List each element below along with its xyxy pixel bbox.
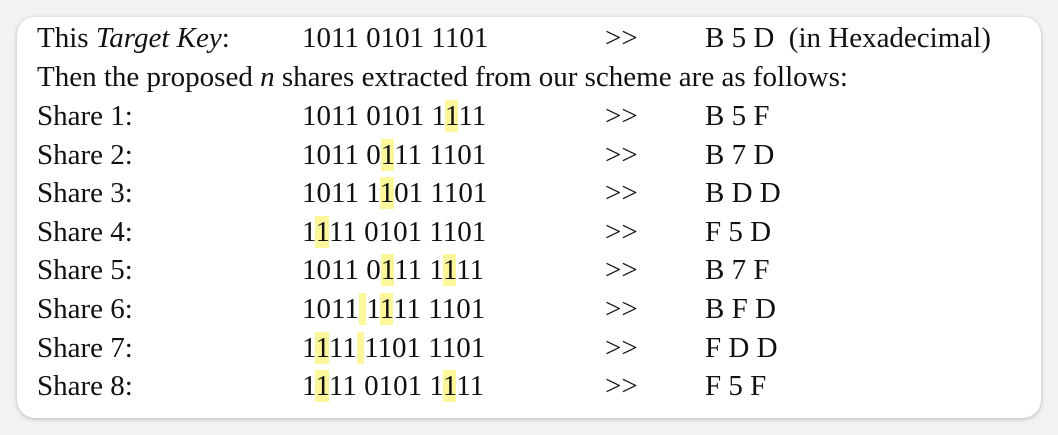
- target-key-label: This Target Key:: [37, 22, 230, 54]
- share-label: Share 1:: [37, 100, 133, 132]
- share-hex: B F D: [705, 293, 776, 325]
- share-hex: B 5 F: [705, 100, 770, 132]
- changed-bit-highlight: 1: [444, 100, 459, 132]
- share-arrow: >>: [605, 254, 638, 287]
- changed-bit-highlight: 1: [315, 331, 329, 364]
- share-label: Share 3:: [37, 177, 133, 210]
- content-card: This Target Key: 1011 0101 1101 >> B 5 D…: [17, 17, 1041, 418]
- share-binary: 1011 1111 1101: [302, 293, 486, 325]
- changed-bit-highlight: 1: [379, 293, 394, 325]
- changed-bit-highlight: [356, 331, 365, 364]
- changed-bit-highlight: 1: [442, 254, 457, 287]
- share-arrow: >>: [605, 138, 638, 171]
- changed-bit-highlight: 1: [315, 370, 329, 403]
- share-arrow: >>: [605, 331, 638, 364]
- changed-bit-highlight: [358, 293, 367, 325]
- share-binary: 1111 0101 1101: [302, 215, 487, 248]
- share-hex: B D D: [705, 177, 781, 210]
- share-arrow: >>: [605, 100, 638, 132]
- changed-bit-highlight: 1: [442, 370, 457, 403]
- share-binary: 1011 0111 1111: [302, 254, 485, 287]
- share-label: Share 2:: [37, 138, 133, 171]
- changed-bit-highlight: 1: [315, 215, 329, 248]
- share-arrow: >>: [605, 293, 638, 325]
- share-label: Share 8:: [37, 370, 133, 403]
- share-label: Share 7:: [37, 331, 133, 364]
- share-arrow: >>: [605, 177, 638, 210]
- share-arrow: >>: [605, 370, 638, 403]
- share-hex: B 7 D: [705, 138, 775, 171]
- changed-bit-highlight: 1: [379, 177, 395, 210]
- share-hex: F D D: [705, 331, 778, 364]
- share-hex: F 5 F: [705, 370, 767, 403]
- target-key-arrow: >>: [605, 22, 638, 54]
- share-label: Share 5:: [37, 254, 133, 287]
- share-label: Share 6:: [37, 293, 133, 325]
- share-label: Share 4:: [37, 215, 133, 248]
- share-hex: F 5 D: [705, 215, 772, 248]
- share-binary: 1111 0101 1111: [302, 370, 485, 403]
- share-binary: 1011 1101 1101: [302, 177, 488, 210]
- changed-bit-highlight: 1: [380, 254, 395, 287]
- share-binary: 1011 0101 1111: [302, 100, 487, 132]
- target-key-binary: 1011 0101 1101: [302, 22, 489, 54]
- share-binary: 1011 0111 1101: [302, 138, 487, 171]
- intro-sentence: Then the proposed n shares extracted fro…: [37, 61, 848, 93]
- share-binary: 1111 1101 1101: [302, 331, 486, 364]
- share-arrow: >>: [605, 215, 638, 248]
- changed-bit-highlight: 1: [380, 138, 395, 171]
- share-hex: B 7 F: [705, 254, 770, 287]
- target-key-hex: B 5 D (in Hexadecimal): [705, 22, 991, 54]
